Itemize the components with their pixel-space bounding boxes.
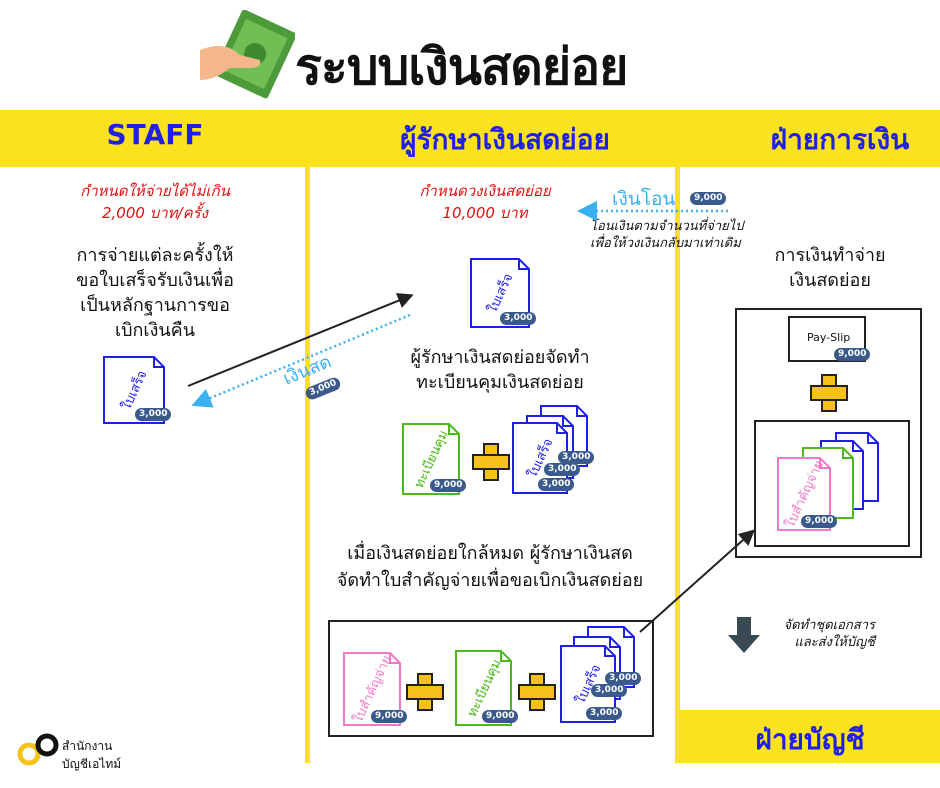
text-line: บัญชีเอไทม์ (62, 757, 122, 771)
text-line: เมื่อเงินสดย่อยใกล้หมด ผู้รักษาเงินสด (347, 543, 633, 564)
amount-badge: 3,000 (544, 463, 581, 476)
transfer-label: เงินโอน (612, 188, 676, 210)
text-line: เงินสดย่อย (789, 270, 871, 291)
staff-description: การจ่ายแต่ละครั้งให้ ขอใบเสร็จรับเงินเพื… (20, 243, 290, 343)
transfer-desc: โอนเงินตามจำนวนที่จ่ายไป เพื่อให้วงเงินก… (590, 218, 744, 252)
amount-badge: 9,000 (801, 515, 838, 528)
text-line: ขอใบเสร็จรับเงินเพื่อ (76, 270, 234, 291)
submit-receipt-arrow (187, 293, 414, 387)
column-header-custodian: ผู้รักษาเงินสดย่อย (400, 123, 610, 156)
text-line: สำนักงาน (62, 739, 113, 753)
amount-badge: 9,000 (430, 479, 467, 492)
text-line: 10,000 บาท (442, 204, 528, 222)
logo-text: สำนักงาน บัญชีเอไทม์ (62, 737, 121, 773)
column-header-staff: STAFF (106, 118, 204, 151)
down-arrow-icon (728, 617, 760, 657)
column-header-accounting: ฝ่ายบัญชี (755, 723, 865, 756)
register-document: ทะเบียนคุม (402, 423, 460, 495)
text-line: ผู้รักษาเงินสดย่อยจัดทำ (410, 347, 590, 368)
accounting-band (680, 710, 940, 763)
payslip-label: Pay-Slip (807, 331, 851, 344)
text-line: ทะเบียนคุมเงินสดย่อย (416, 372, 584, 393)
divider (305, 167, 310, 763)
amount-badge: 3,000 (591, 684, 628, 697)
register-description: ผู้รักษาเงินสดย่อยจัดทำ ทะเบียนคุมเงินสด… (340, 345, 660, 395)
text-line: การจ่ายแต่ละครั้งให้ (76, 245, 234, 266)
amount-badge: 3,000 (500, 312, 537, 325)
text-line: กำหนดวงเงินสดย่อย (419, 182, 551, 200)
logo (15, 732, 63, 772)
staff-limit: กำหนดให้จ่ายได้ไม่เกิน 2,000 บาท/ครั้ง (40, 180, 270, 224)
amount-badge: 9,000 (371, 710, 408, 723)
cash-arrow (191, 313, 411, 408)
logo-icon (17, 733, 59, 766)
text-line: 2,000 บาท/ครั้ง (101, 204, 208, 222)
text-line: จัดทำใบสำคัญจ่ายเพื่อขอเบิกเงินสดย่อย (336, 570, 644, 591)
plus-icon (518, 673, 556, 711)
amount-badge: 3,000 (558, 451, 595, 464)
payslip: Pay-Slip (788, 316, 866, 362)
voucher-document: ใบสำคัญจ่าย (777, 457, 831, 531)
custodian-limit: กำหนดวงเงินสดย่อย 10,000 บาท (370, 180, 600, 224)
payslip-amount-badge: 9,000 (834, 348, 871, 361)
receipt-document: ใบเสร็จ (103, 356, 165, 424)
text-line: และส่งให้บัญชี (794, 635, 875, 650)
register-document: ทะเบียนคุม (455, 650, 512, 726)
amount-badge: 3,000 (538, 478, 575, 491)
voucher-document: ใบสำคัญจ่าย (343, 652, 401, 726)
send-description: จัดทำชุดเอกสาร และส่งให้บัญชี (775, 617, 875, 651)
text-line: เพื่อให้วงเงินกลับมาเท่าเดิม (590, 236, 741, 251)
text-line: โอนเงินตามจำนวนที่จ่ายไป (590, 219, 744, 234)
text-line: เบิกเงินคืน (114, 320, 196, 341)
plus-icon (472, 443, 510, 481)
plus-icon (406, 673, 444, 711)
divider (675, 167, 680, 763)
pay-description: การเงินทำจ่าย เงินสดย่อย (735, 243, 925, 293)
money-hand-icon (200, 9, 297, 100)
amount-badge: 3,000 (586, 707, 623, 720)
text-line: เป็นหลักฐานการขอ (80, 295, 230, 316)
request-arrow (639, 529, 755, 633)
page-title: ระบบเงินสดย่อย (295, 38, 628, 96)
text-line: การเงินทำจ่าย (774, 245, 886, 266)
amount-badge: 3,000 (605, 672, 642, 685)
transfer-amount-badge: 9,000 (690, 192, 727, 205)
reimburse-description: เมื่อเงินสดย่อยใกล้หมด ผู้รักษาเงินสด จั… (315, 540, 665, 594)
amount-badge: 3,000 (135, 408, 172, 421)
plus-icon (810, 374, 848, 412)
amount-badge: 9,000 (482, 710, 519, 723)
header-band (0, 110, 940, 167)
text-line: จัดทำชุดเอกสาร (783, 618, 875, 633)
text-line: กำหนดให้จ่ายได้ไม่เกิน (80, 182, 230, 200)
receipt-document: ใบเสร็จ (470, 258, 530, 328)
column-header-finance: ฝ่ายการเงิน (770, 123, 910, 156)
